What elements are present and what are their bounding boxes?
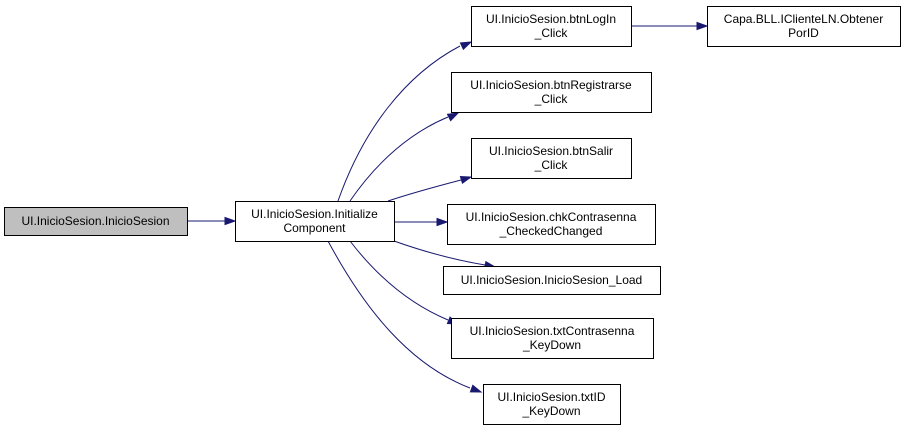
node-label: PorID (788, 26, 819, 40)
node-label: UI.InicioSesion.btnLogIn (486, 12, 616, 26)
node-label: Capa.BLL.IClienteLN.Obtener (724, 12, 883, 26)
node-label: UI.InicioSesion.txtID (497, 390, 605, 404)
node-label: UI.InicioSesion.txtContrasenna (470, 324, 635, 338)
edge-line (349, 240, 449, 321)
node-box[interactable] (451, 72, 652, 113)
edge-n1-n4 (349, 112, 460, 202)
edge-n0-n1 (187, 216, 237, 226)
node-box[interactable] (451, 318, 654, 359)
edge-line (387, 179, 462, 202)
node-label: _Click (534, 158, 569, 172)
node-box[interactable] (4, 207, 188, 236)
node-label: _KeyDown (521, 404, 580, 418)
node-label: UI.InicioSesion.btnSalir (489, 144, 613, 158)
node-box[interactable] (483, 384, 621, 425)
arrowhead-icon (469, 384, 483, 393)
edge-n1-n2 (337, 41, 473, 202)
edge-n2-n3 (631, 21, 709, 31)
arrowhead-icon (696, 21, 709, 31)
node-label: UI.InicioSesion.InicioSesion_Load (461, 273, 642, 287)
arrowhead-icon (459, 175, 473, 185)
node-box[interactable] (443, 266, 661, 295)
node-label: UI.InicioSesion.InicioSesion (21, 214, 169, 228)
edge-n1-n6 (394, 217, 449, 227)
node-label: UI.InicioSesion.chkContrasenna (466, 210, 637, 224)
arrowhead-icon (436, 217, 449, 227)
arrowhead-icon (224, 216, 237, 226)
node-n5[interactable]: UI.InicioSesion.btnSalir_Click (471, 138, 632, 179)
edge-line (393, 240, 486, 266)
node-box[interactable] (471, 138, 632, 179)
node-box[interactable] (707, 6, 901, 47)
edge-n1-n7 (393, 240, 497, 270)
node-n4[interactable]: UI.InicioSesion.btnRegistrarse_Click (451, 72, 652, 113)
node-box[interactable] (471, 6, 632, 47)
node-label: _Click (534, 92, 569, 106)
arrowhead-icon (459, 41, 473, 51)
node-n2[interactable]: UI.InicioSesion.btnLogIn_Click (471, 6, 632, 47)
node-n7[interactable]: UI.InicioSesion.InicioSesion_Load (443, 266, 661, 295)
node-label: UI.InicioSesion.Initialize (251, 207, 378, 221)
node-n9[interactable]: UI.InicioSesion.txtID_KeyDown (483, 384, 621, 425)
edge-n1-n9 (327, 240, 483, 393)
node-label: UI.InicioSesion.btnRegistrarse (470, 78, 632, 92)
node-label: _Click (534, 26, 569, 40)
node-box[interactable] (235, 201, 395, 242)
edge-line (349, 116, 449, 202)
node-label: _KeyDown (522, 338, 581, 352)
node-box[interactable] (447, 204, 656, 245)
node-n8[interactable]: UI.InicioSesion.txtContrasenna_KeyDown (451, 318, 654, 359)
edge-line (337, 45, 461, 202)
arrowhead-icon (446, 112, 460, 122)
node-label: _CheckedChanged (499, 224, 603, 238)
edge-n1-n5 (387, 175, 473, 202)
node-label: Component (283, 221, 346, 235)
node-n0[interactable]: UI.InicioSesion.InicioSesion (4, 207, 188, 236)
edge-line (327, 240, 471, 389)
node-n6[interactable]: UI.InicioSesion.chkContrasenna_CheckedCh… (447, 204, 656, 245)
edge-n1-n8 (349, 240, 460, 325)
